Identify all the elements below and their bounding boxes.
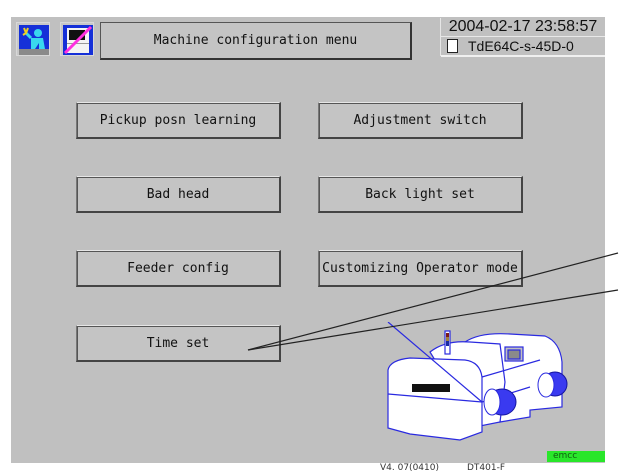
bad-head-button[interactable]: Bad head <box>76 176 281 213</box>
leader-line <box>247 289 619 351</box>
page-title: Machine configuration menu <box>100 22 412 60</box>
button-label: Adjustment switch <box>353 112 487 128</box>
customizing-operator-mode-button[interactable]: Customizing Operator mode <box>318 250 523 287</box>
operator-icon-button[interactable] <box>16 22 50 56</box>
page-title-text: Machine configuration menu <box>153 33 358 48</box>
time-set-button[interactable]: Time set <box>76 325 281 362</box>
operator-maintenance-icon <box>19 25 49 55</box>
back-light-set-button[interactable]: Back light set <box>318 176 523 213</box>
datetime-display: 2004-02-17 23:58:57 <box>441 18 605 37</box>
machine-illustration <box>387 322 568 441</box>
machine-model: DT401-F <box>467 463 506 473</box>
button-label: Back light set <box>365 186 475 202</box>
button-label: Bad head <box>146 186 210 202</box>
button-label: Pickup posn learning <box>99 112 257 128</box>
status-badge: emcc <box>547 451 605 462</box>
button-label: Time set <box>146 335 210 351</box>
feeder-config-button[interactable]: Feeder config <box>76 250 281 287</box>
file-icon <box>447 39 458 53</box>
software-version: V4. 07(0410) <box>380 463 439 473</box>
display-icon-button[interactable] <box>60 22 94 56</box>
pickup-posn-learning-button[interactable]: Pickup posn learning <box>76 102 281 139</box>
current-file-name: TdE64C-s-45D-0 <box>468 38 574 54</box>
button-label: Feeder config <box>127 260 229 276</box>
status-info-box: 2004-02-17 23:58:57 TdE64C-s-45D-0 <box>440 18 605 57</box>
current-file-row: TdE64C-s-45D-0 <box>441 37 605 57</box>
machine-screen: Machine configuration menu 2004-02-17 23… <box>11 17 605 473</box>
adjustment-switch-button[interactable]: Adjustment switch <box>318 102 523 139</box>
machine-display-off-icon <box>63 25 93 55</box>
leader-line <box>247 252 619 351</box>
button-label: Customizing Operator mode <box>322 260 518 276</box>
